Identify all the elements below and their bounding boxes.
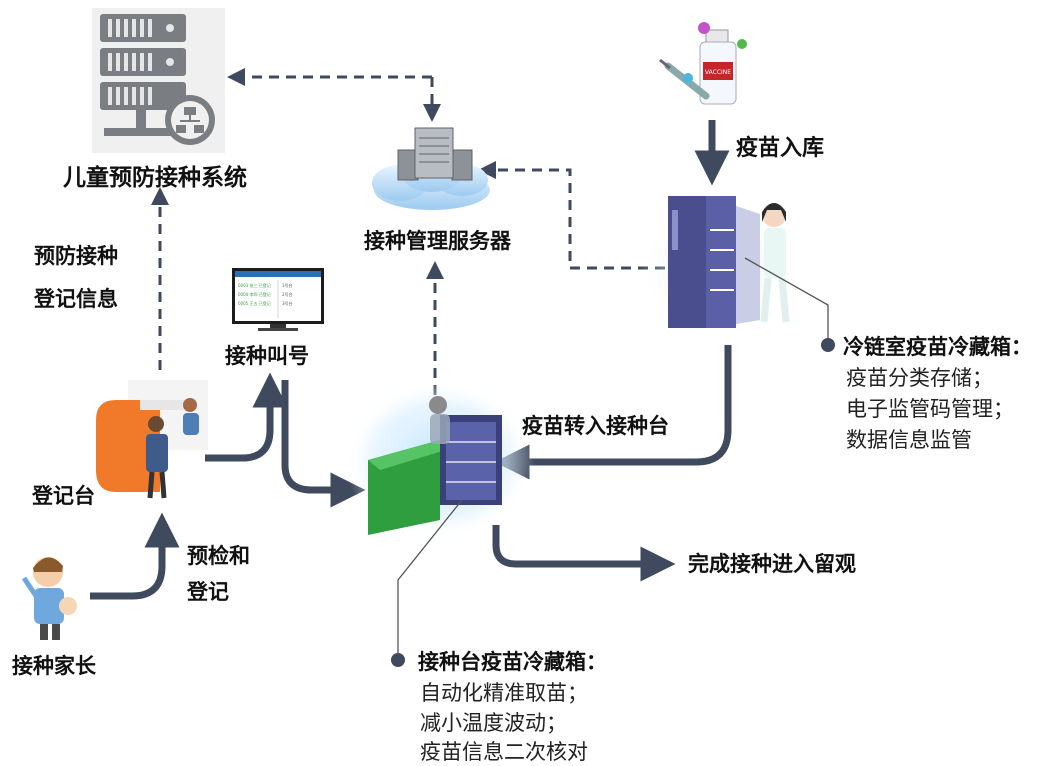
arrow-cabinet-to-server [478, 161, 665, 270]
vaccination-station-icon [345, 380, 535, 540]
leader-station [397, 499, 463, 660]
station-note-title: 接种台疫苗冷藏箱： [418, 650, 607, 674]
reg-info-label-2: 登记信息 [34, 287, 118, 311]
precheck-label-1: 预检和 [187, 544, 250, 568]
server-label: 接种管理服务器 [364, 229, 511, 253]
monitor-row-left: 0003 张三 已登记 [238, 282, 271, 288]
cold-room-cabinet-icon [640, 196, 790, 340]
arrow-cabinet-to-station [494, 345, 732, 480]
vaccine-vial-icon: VACCINE [659, 22, 747, 105]
cold-room-note-line: 疫苗分类存储； [846, 366, 993, 390]
cold-room-note-line: 电子监管码管理； [846, 397, 1014, 421]
registration-desk-icon [96, 380, 208, 499]
arrow-station-to-complete [492, 525, 676, 582]
precheck-label-2: 登记 [187, 580, 229, 604]
monitor-row-right: 1号台 [282, 282, 293, 288]
transfer-label: 疫苗转入接种台 [522, 414, 669, 438]
monitor-row-left: 0004 李四 已登记 [238, 291, 271, 297]
dashed-connectors [151, 68, 665, 395]
station-note-line: 自动化精准取苗； [420, 681, 588, 705]
vial-label: VACCINE [705, 69, 731, 76]
reg-info-label-1: 预防接种 [34, 244, 118, 268]
parent-label: 接种家长 [12, 654, 96, 678]
callout-lines [397, 257, 829, 660]
station-note-line: 疫苗信息二次核对 [420, 740, 588, 764]
server-rack-icon [92, 8, 225, 153]
registration-desk-label: 登记台 [32, 484, 95, 508]
callout-dot-cold-room [821, 338, 835, 352]
arrow-desk-to-call [205, 372, 288, 462]
nurse-figure [760, 203, 790, 323]
monitor-row-left: 0005 王五 已登记 [238, 300, 271, 306]
arrow-call-to-station [281, 380, 366, 508]
monitor-rows: 0003 张三 已登记 0004 李四 已登记 0005 王五 已登记 1号台 … [238, 282, 293, 306]
child-system-label: 儿童预防接种系统 [63, 165, 247, 191]
cold-room-note-line: 数据信息监管 [846, 428, 972, 452]
arrow-parent-to-desk [90, 512, 180, 600]
monitor-row-right: 3号台 [282, 300, 293, 306]
call-number-monitor-icon [232, 268, 324, 331]
cloud-server-icon [372, 127, 490, 210]
station-note-line: 减小温度波动； [420, 711, 567, 735]
call-number-label: 接种叫号 [225, 344, 309, 368]
vaccine-storage-label: 疫苗入库 [736, 136, 825, 161]
complete-label: 完成接种进入留观 [688, 552, 856, 576]
cold-room-note-title: 冷链室疫苗冷藏箱： [843, 335, 1032, 359]
leader-cold-room [744, 257, 829, 345]
parent-figure [21, 557, 77, 640]
monitor-row-right: 2号台 [282, 291, 293, 297]
solid-connectors [90, 120, 732, 600]
callout-dot-station [391, 653, 405, 667]
